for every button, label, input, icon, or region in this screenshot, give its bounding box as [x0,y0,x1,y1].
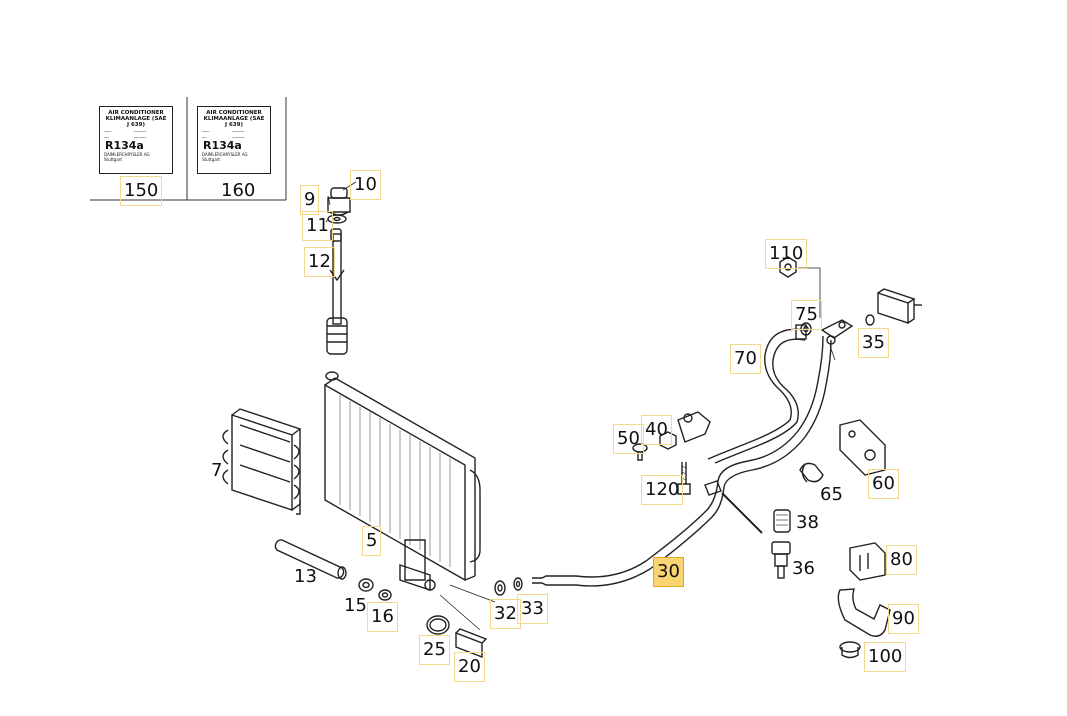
evaporator[interactable] [222,408,302,515]
filter-drier[interactable] [274,539,347,580]
part-label-13[interactable]: 13 [294,566,317,587]
part-label-15[interactable]: 15 [344,595,367,616]
sticker-refrigerant: R134a [105,139,144,152]
part-label-80[interactable]: 80 [886,545,917,575]
hose-clip[interactable] [799,462,824,483]
line-bracket[interactable] [820,319,854,339]
part-label-100[interactable]: 100 [864,642,907,672]
sticker-title-1: AIR CONDITIONER [206,110,262,116]
part-label-33[interactable]: 33 [517,594,548,624]
part-label-75[interactable]: 75 [791,300,822,330]
suction-hose[interactable] [677,324,807,464]
retaining-nut[interactable] [839,641,861,659]
part-label-7[interactable]: 7 [211,460,223,481]
condenser[interactable] [324,371,481,591]
part-label-65[interactable]: 65 [820,484,843,505]
part-label-60[interactable]: 60 [868,469,899,499]
sticker-row: ─────── [202,135,245,140]
expansion-valve[interactable] [865,288,922,326]
part-label-40[interactable]: 40 [641,415,672,445]
rubber-mount[interactable] [849,542,886,581]
part-label-5[interactable]: 5 [362,526,382,556]
part-label-16[interactable]: 16 [367,602,398,632]
washers[interactable] [449,577,523,603]
sticker-row: ──────── [202,129,245,134]
sticker-title-2: KLIMAANLAGE (SAE J 639) [203,116,265,128]
part-label-160[interactable]: 160 [221,180,256,201]
o-rings[interactable] [358,578,392,601]
mounting-bracket[interactable] [839,419,886,476]
refrigerant-sticker-150[interactable]: AIR CONDITIONER KLIMAANLAGE (SAE J 639) … [99,106,173,174]
part-label-150[interactable]: 150 [120,176,163,206]
part-label-11[interactable]: 11 [302,211,333,241]
receiver-drier-cartridge[interactable] [326,187,351,355]
part-label-35[interactable]: 35 [858,328,889,358]
sticker-refrigerant: R134a [203,139,242,152]
fasteners[interactable] [632,431,691,495]
refrigerant-sticker-160[interactable]: AIR CONDITIONER KLIMAANLAGE (SAE J 639) … [197,106,271,174]
part-label-70[interactable]: 70 [730,344,761,374]
sticker-frame [90,97,287,201]
seal-ring[interactable] [426,615,450,635]
sticker-manufacturer: DAIMLERCHRYSLER AG Stuttgart [202,152,248,162]
refrigerant-line[interactable] [532,335,836,587]
leader-lines [325,181,836,361]
part-label-36[interactable]: 36 [792,558,815,579]
part-label-12[interactable]: 12 [304,247,335,277]
pressure-switch[interactable] [439,594,488,659]
sticker-manufacturer: DAIMLERCHRYSLER AG Stuttgart [104,152,150,162]
part-label-9[interactable]: 9 [300,185,320,215]
part-label-110[interactable]: 110 [765,239,808,269]
part-label-30[interactable]: 30 [653,557,684,587]
part-label-90[interactable]: 90 [888,604,919,634]
sticker-row: ──────── [104,129,147,134]
part-label-25[interactable]: 25 [419,635,450,665]
service-valve[interactable] [771,509,791,579]
part-label-120[interactable]: 120 [641,475,684,505]
part-label-50[interactable]: 50 [613,424,644,454]
part-label-20[interactable]: 20 [454,652,485,682]
part-label-10[interactable]: 10 [350,170,381,200]
part-label-38[interactable]: 38 [796,512,819,533]
part-label-32[interactable]: 32 [490,599,521,629]
sticker-title-1: AIR CONDITIONER [108,110,164,116]
sticker-title-2: KLIMAANLAGE (SAE J 639) [105,116,167,128]
support-bracket[interactable] [837,588,891,637]
sticker-row: ─────── [104,135,147,140]
